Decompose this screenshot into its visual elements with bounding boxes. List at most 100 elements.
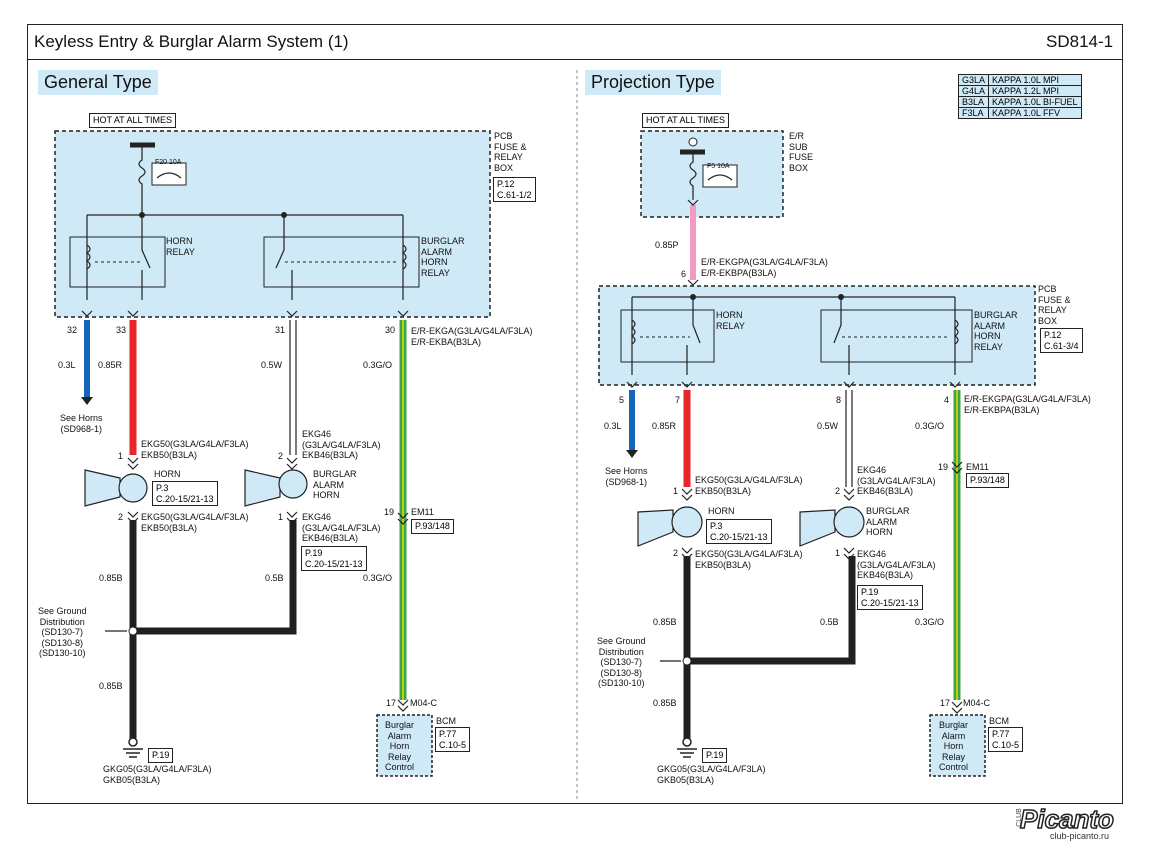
general-fuse-symbol (151, 162, 187, 186)
general-bcm-text: Burglar Alarm Horn Relay Control (385, 720, 415, 772)
general-pin-1b: 1 (278, 512, 284, 522)
projection-ekg50-bot: EKG50(G3LA/G4LA/F3LA) EKB50(B3LA) (695, 549, 803, 570)
general-ground-connector: GKG05(G3LA/G4LA/F3LA) GKB05(B3LA) (103, 764, 212, 785)
projection-pin-2a: 2 (835, 486, 841, 496)
general-wire-label-0.3GO-top: 0.3G/O (363, 360, 393, 370)
general-pcb-label: PCB FUSE & RELAY BOX (494, 131, 527, 173)
legend-desc: KAPPA 1.0L FFV (988, 107, 1082, 119)
projection-ekg50-top: EKG50(G3LA/G4LA/F3LA) EKB50(B3LA) (695, 475, 803, 496)
projection-see-horns: See Horns (SD968-1) (605, 466, 648, 487)
projection-ground-ref: P.19 (702, 748, 728, 763)
projection-horn-relay-label: HORN RELAY (716, 310, 745, 331)
general-pin-2a: 2 (278, 451, 284, 461)
general-em11: EM11 (411, 507, 434, 517)
general-pin-30: 30 (385, 325, 396, 335)
general-burglar-horn-body (278, 469, 308, 499)
general-wire-label-0.85B-b: 0.85B (99, 681, 123, 691)
general-wire-label-0.5W: 0.5W (261, 360, 283, 370)
projection-em11-ref: P.93/148 (966, 473, 1009, 488)
projection-pin-1a: 1 (673, 486, 679, 496)
general-wire-label-0.85B-a: 0.85B (99, 573, 123, 583)
projection-wire-label-0.85B-b: 0.85B (653, 698, 677, 708)
projection-burglar-horn-label: BURGLAR ALARM HORN (866, 506, 910, 537)
logo-name: Picanto (1019, 803, 1114, 835)
projection-pin-4: 4 (944, 395, 950, 405)
projection-pin-8: 8 (836, 395, 842, 405)
projection-wire-label-0.5W: 0.5W (817, 421, 839, 431)
general-bcm-label: BCM (436, 716, 456, 726)
projection-wire-label-0.3GO-top: 0.3G/O (915, 421, 945, 431)
general-ground-see: See Ground Distribution (SD130-7) (SD130… (38, 606, 87, 658)
general-bcm-box (376, 714, 433, 777)
general-fuse-horn-icon (156, 172, 182, 179)
projection-hot-label: HOT AT ALL TIMES (642, 113, 730, 128)
general-pcb-box (54, 130, 491, 318)
general-wire-0.5B (133, 520, 297, 635)
projection-bcm-box (929, 714, 986, 777)
general-ekg50-bot: EKG50(G3LA/G4LA/F3LA) EKB50(B3LA) (141, 512, 249, 533)
projection-horn-label: HORN (708, 506, 735, 516)
header-divider (27, 59, 1123, 60)
projection-bcm-text: Burglar Alarm Horn Relay Control (939, 720, 969, 772)
general-horn-label: HORN (154, 469, 181, 479)
diagram-frame (27, 24, 1123, 804)
projection-pin-1b: 1 (835, 548, 841, 558)
general-wire-label-0.85R: 0.85R (98, 360, 123, 370)
general-pcb-ref: P.12 C.61-1/2 (493, 177, 536, 202)
general-bcm-ref: P.77 C.10-5 (435, 727, 471, 752)
general-ground-splice (128, 626, 138, 636)
general-wire-label-0.5B: 0.5B (265, 573, 284, 583)
general-pin-19: 19 (384, 507, 395, 517)
projection-pin-2b: 2 (673, 548, 679, 558)
general-horn-ref: P.3 C.20-15/21-13 (152, 481, 218, 506)
projection-pin-17: 17 (940, 698, 951, 708)
projection-wire-0.5B (687, 556, 856, 665)
projection-pcb-ref: P.12 C.61-3/4 (1040, 328, 1083, 353)
diagram-title: Keyless Entry & Burglar Alarm System (1) (34, 32, 349, 51)
general-ground-ref: P.19 (148, 748, 174, 763)
projection-ground-see: See Ground Distribution (SD130-7) (SD130… (597, 636, 646, 688)
projection-pin-7: 7 (675, 395, 681, 405)
general-pin-17: 17 (386, 698, 397, 708)
general-pin-31: 31 (275, 325, 286, 335)
projection-wire-label-0.3L: 0.3L (604, 421, 622, 431)
general-burglar-relay-label: BURGLAR ALARM HORN RELAY (421, 236, 465, 278)
projection-burglar-relay-label: BURGLAR ALARM HORN RELAY (974, 310, 1018, 352)
general-chevrons-lower (127, 457, 409, 712)
projection-section-title: Projection Type (585, 70, 721, 95)
projection-pin-19: 19 (938, 462, 949, 472)
projection-pin-6: 6 (681, 269, 687, 279)
club-picanto-logo: CLUB Picanto club-picanto.ru (1010, 803, 1150, 844)
general-burglar-relay-box (263, 236, 420, 288)
projection-wire-label-0.5B: 0.5B (820, 617, 839, 627)
general-wire-label-0.3GO-bot: 0.3G/O (363, 573, 393, 583)
projection-pcb-box (598, 285, 1036, 386)
general-horn-relay-box (69, 236, 166, 288)
projection-pcb-label: PCB FUSE & RELAY BOX (1038, 284, 1071, 326)
projection-wire-label-0.85R: 0.85R (652, 421, 677, 431)
projection-pin-5: 5 (619, 395, 625, 405)
general-burglar-relay-coil (401, 244, 407, 270)
general-horn-bell (84, 469, 121, 507)
projection-em11: EM11 (966, 462, 989, 472)
diagram-code: SD814-1 (1046, 32, 1114, 51)
general-burglar-ref: P.19 C.20-15/21-13 (301, 546, 367, 571)
logo-url: club-picanto.ru (1050, 831, 1110, 841)
general-arrow-horns (81, 397, 93, 405)
general-ground-symbol (123, 737, 143, 758)
general-hot-label: HOT AT ALL TIMES (89, 113, 177, 128)
general-see-horns: See Horns (SD968-1) (60, 413, 103, 434)
legend-code: F3LA (957, 107, 990, 119)
general-relay-contacts (86, 215, 404, 300)
general-pin-chevrons (81, 310, 409, 317)
general-section-title: General Type (38, 70, 158, 95)
general-horn-relay-label: HORN RELAY (166, 236, 195, 257)
projection-bcm-label: BCM (989, 716, 1009, 726)
general-ekg46-bot: EKG46 (G3LA/G4LA/F3LA) EKB46(B3LA) (302, 512, 381, 543)
projection-er-label: E/R SUB FUSE BOX (789, 131, 814, 173)
projection-ground-connector: GKG05(G3LA/G4LA/F3LA) GKB05(B3LA) (657, 764, 766, 785)
